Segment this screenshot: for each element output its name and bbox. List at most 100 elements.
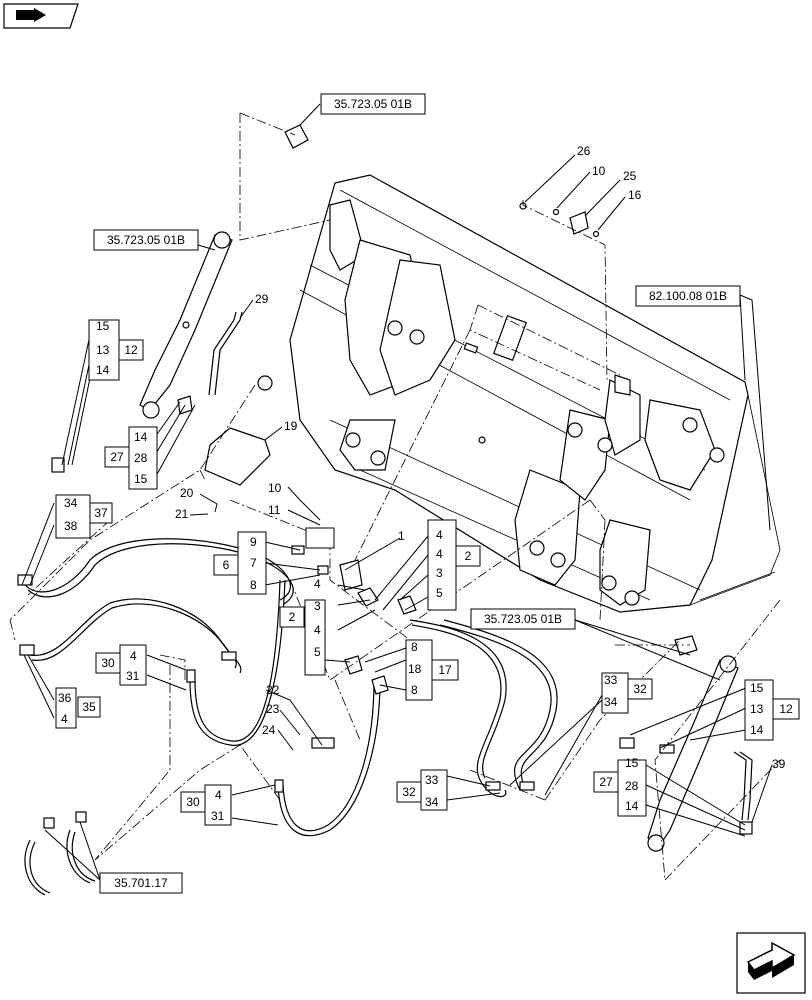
svg-text:27: 27 [599,775,613,789]
svg-text:33: 33 [425,773,439,787]
callout-labels: 26 10 25 16 29 19 20 21 10 11 9 7 8 1 4 … [58,144,786,823]
svg-text:35.723.05 01B: 35.723.05 01B [334,97,412,111]
box-12-left[interactable]: 12 [118,339,144,361]
box-30-lower[interactable]: 30 [180,791,206,813]
svg-text:14: 14 [625,799,639,813]
svg-text:1: 1 [398,529,405,543]
svg-text:25: 25 [623,169,637,183]
svg-text:26: 26 [577,144,591,158]
box-32-lower[interactable]: 32 [396,781,422,803]
phantom-lines [9,112,781,881]
ref-35-723-05-01b-left[interactable]: 35.723.05 01B [93,229,199,251]
svg-text:8: 8 [411,640,418,654]
svg-text:20: 20 [180,486,194,500]
svg-text:13: 13 [750,702,764,716]
svg-text:12: 12 [779,702,793,716]
svg-text:28: 28 [134,451,148,465]
svg-text:34: 34 [425,795,439,809]
svg-text:15: 15 [134,472,148,486]
box-32-upper[interactable]: 32 [627,678,653,700]
svg-text:14: 14 [134,430,148,444]
svg-text:4: 4 [61,712,68,726]
svg-text:10: 10 [592,164,606,178]
svg-text:34: 34 [604,695,618,709]
svg-text:23: 23 [266,702,280,716]
svg-text:13: 13 [96,343,110,357]
svg-text:2: 2 [465,549,472,563]
svg-text:35.723.05 01B: 35.723.05 01B [107,233,185,247]
box-27-left[interactable]: 27 [104,446,130,468]
next-page-arrow-icon[interactable] [736,932,806,994]
pin-part [284,124,309,149]
box-35[interactable]: 35 [77,696,101,718]
svg-text:82.100.08 01B: 82.100.08 01B [649,289,727,303]
svg-text:31: 31 [126,669,140,683]
svg-text:14: 14 [96,363,110,377]
svg-text:4: 4 [436,528,443,542]
svg-text:39: 39 [772,757,786,771]
guard-part [204,427,271,486]
box-2-left[interactable]: 2 [279,606,305,628]
fittings [17,457,753,835]
leader-lines [21,103,773,881]
svg-text:27: 27 [110,450,124,464]
svg-text:12: 12 [124,343,138,357]
svg-text:4: 4 [436,547,443,561]
svg-text:3: 3 [314,599,321,613]
svg-text:35: 35 [82,700,96,714]
svg-text:15: 15 [750,681,764,695]
svg-text:21: 21 [175,507,189,521]
svg-text:29: 29 [255,292,269,306]
tube-29 [214,311,243,396]
svg-text:8: 8 [250,578,257,592]
svg-text:6: 6 [223,558,230,572]
ref-35-723-05-01b-right[interactable]: 35.723.05 01B [470,608,576,630]
svg-text:15: 15 [96,319,110,333]
box-37[interactable]: 37 [89,502,113,524]
svg-text:5: 5 [314,645,321,659]
svg-text:18: 18 [408,662,422,676]
svg-text:19: 19 [284,419,298,433]
tube-39 [739,751,753,821]
svg-text:22: 22 [266,683,280,697]
left-cylinder [139,231,233,419]
svg-text:15: 15 [625,756,639,770]
svg-text:4: 4 [215,788,222,802]
svg-text:32: 32 [402,785,416,799]
svg-text:7: 7 [250,556,257,570]
svg-text:31: 31 [211,809,225,823]
svg-text:14: 14 [750,723,764,737]
svg-text:17: 17 [438,663,452,677]
svg-text:34: 34 [64,496,78,510]
svg-text:5: 5 [436,586,443,600]
svg-text:4: 4 [314,577,321,591]
box-12-right[interactable]: 12 [772,698,800,720]
ref-82-100-08-01b[interactable]: 82.100.08 01B [635,285,741,307]
svg-text:32: 32 [633,682,647,696]
svg-text:38: 38 [64,519,78,533]
svg-text:33: 33 [604,673,618,687]
svg-text:8: 8 [411,683,418,697]
svg-text:37: 37 [94,506,108,520]
svg-text:16: 16 [628,188,642,202]
svg-text:3: 3 [436,566,443,580]
hydraulic-hoses [24,538,558,896]
svg-text:30: 30 [186,795,200,809]
svg-text:4: 4 [314,623,321,637]
box-30-upper[interactable]: 30 [95,652,121,674]
ref-35-701-17[interactable]: 35.701.17 [99,872,183,894]
box-2-right[interactable]: 2 [455,545,481,567]
svg-text:10: 10 [268,481,282,495]
svg-text:30: 30 [101,656,115,670]
bucket-assembly [257,174,781,613]
box-17[interactable]: 17 [431,659,459,681]
box-27-right[interactable]: 27 [593,771,619,793]
svg-text:11: 11 [268,503,281,517]
ref-35-723-05-01b-top[interactable]: 35.723.05 01B [320,93,426,115]
svg-text:24: 24 [262,723,276,737]
box-6[interactable]: 6 [213,554,239,576]
folder-arrow-icon[interactable] [3,3,79,29]
group-brackets [55,319,774,826]
svg-text:35.701.17: 35.701.17 [114,876,168,890]
